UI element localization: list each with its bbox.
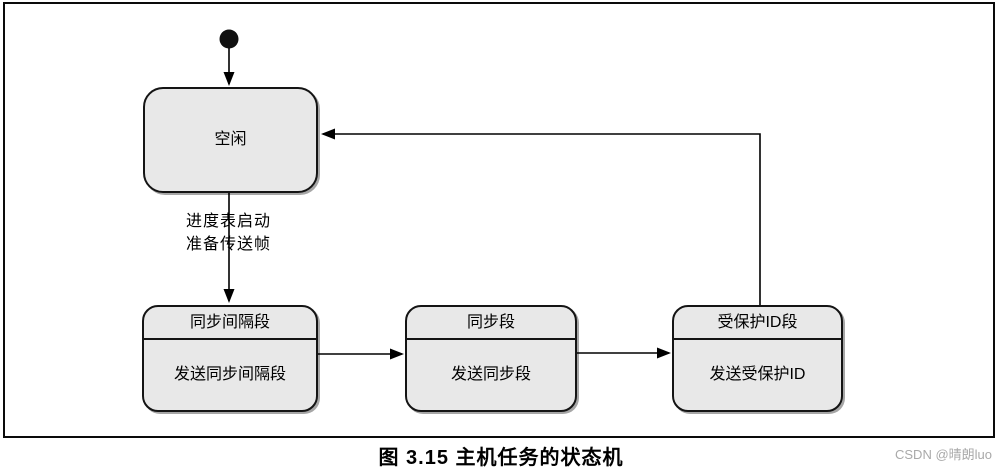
state-idle: 空闲 [143,87,318,193]
diagram-frame [3,2,995,438]
state-idle-label: 空闲 [214,131,247,148]
state-sync-interval-action: 发送同步间隔段 [173,366,286,383]
transition-label-line2: 准备传送帧 [186,236,272,253]
state-protected-id-title: 受保护ID段 [674,307,841,340]
transition-label-line1: 进度表启动 [186,213,272,230]
state-sync-action: 发送同步段 [450,366,531,383]
figure-caption: 图 3.15 主机任务的状态机 [378,447,624,467]
state-sync-interval-title: 同步间隔段 [144,307,316,340]
transition-label-idle-to-sync-interval: 进度表启动 准备传送帧 [186,210,271,256]
state-protected-id: 受保护ID段 发送受保护ID [672,305,843,412]
state-sync-interval: 同步间隔段 发送同步间隔段 [142,305,318,412]
state-sync: 同步段 发送同步段 [405,305,577,412]
state-sync-title: 同步段 [407,307,575,340]
watermark: CSDN @晴朗luo [895,447,992,462]
state-protected-id-action: 发送受保护ID [709,366,806,383]
